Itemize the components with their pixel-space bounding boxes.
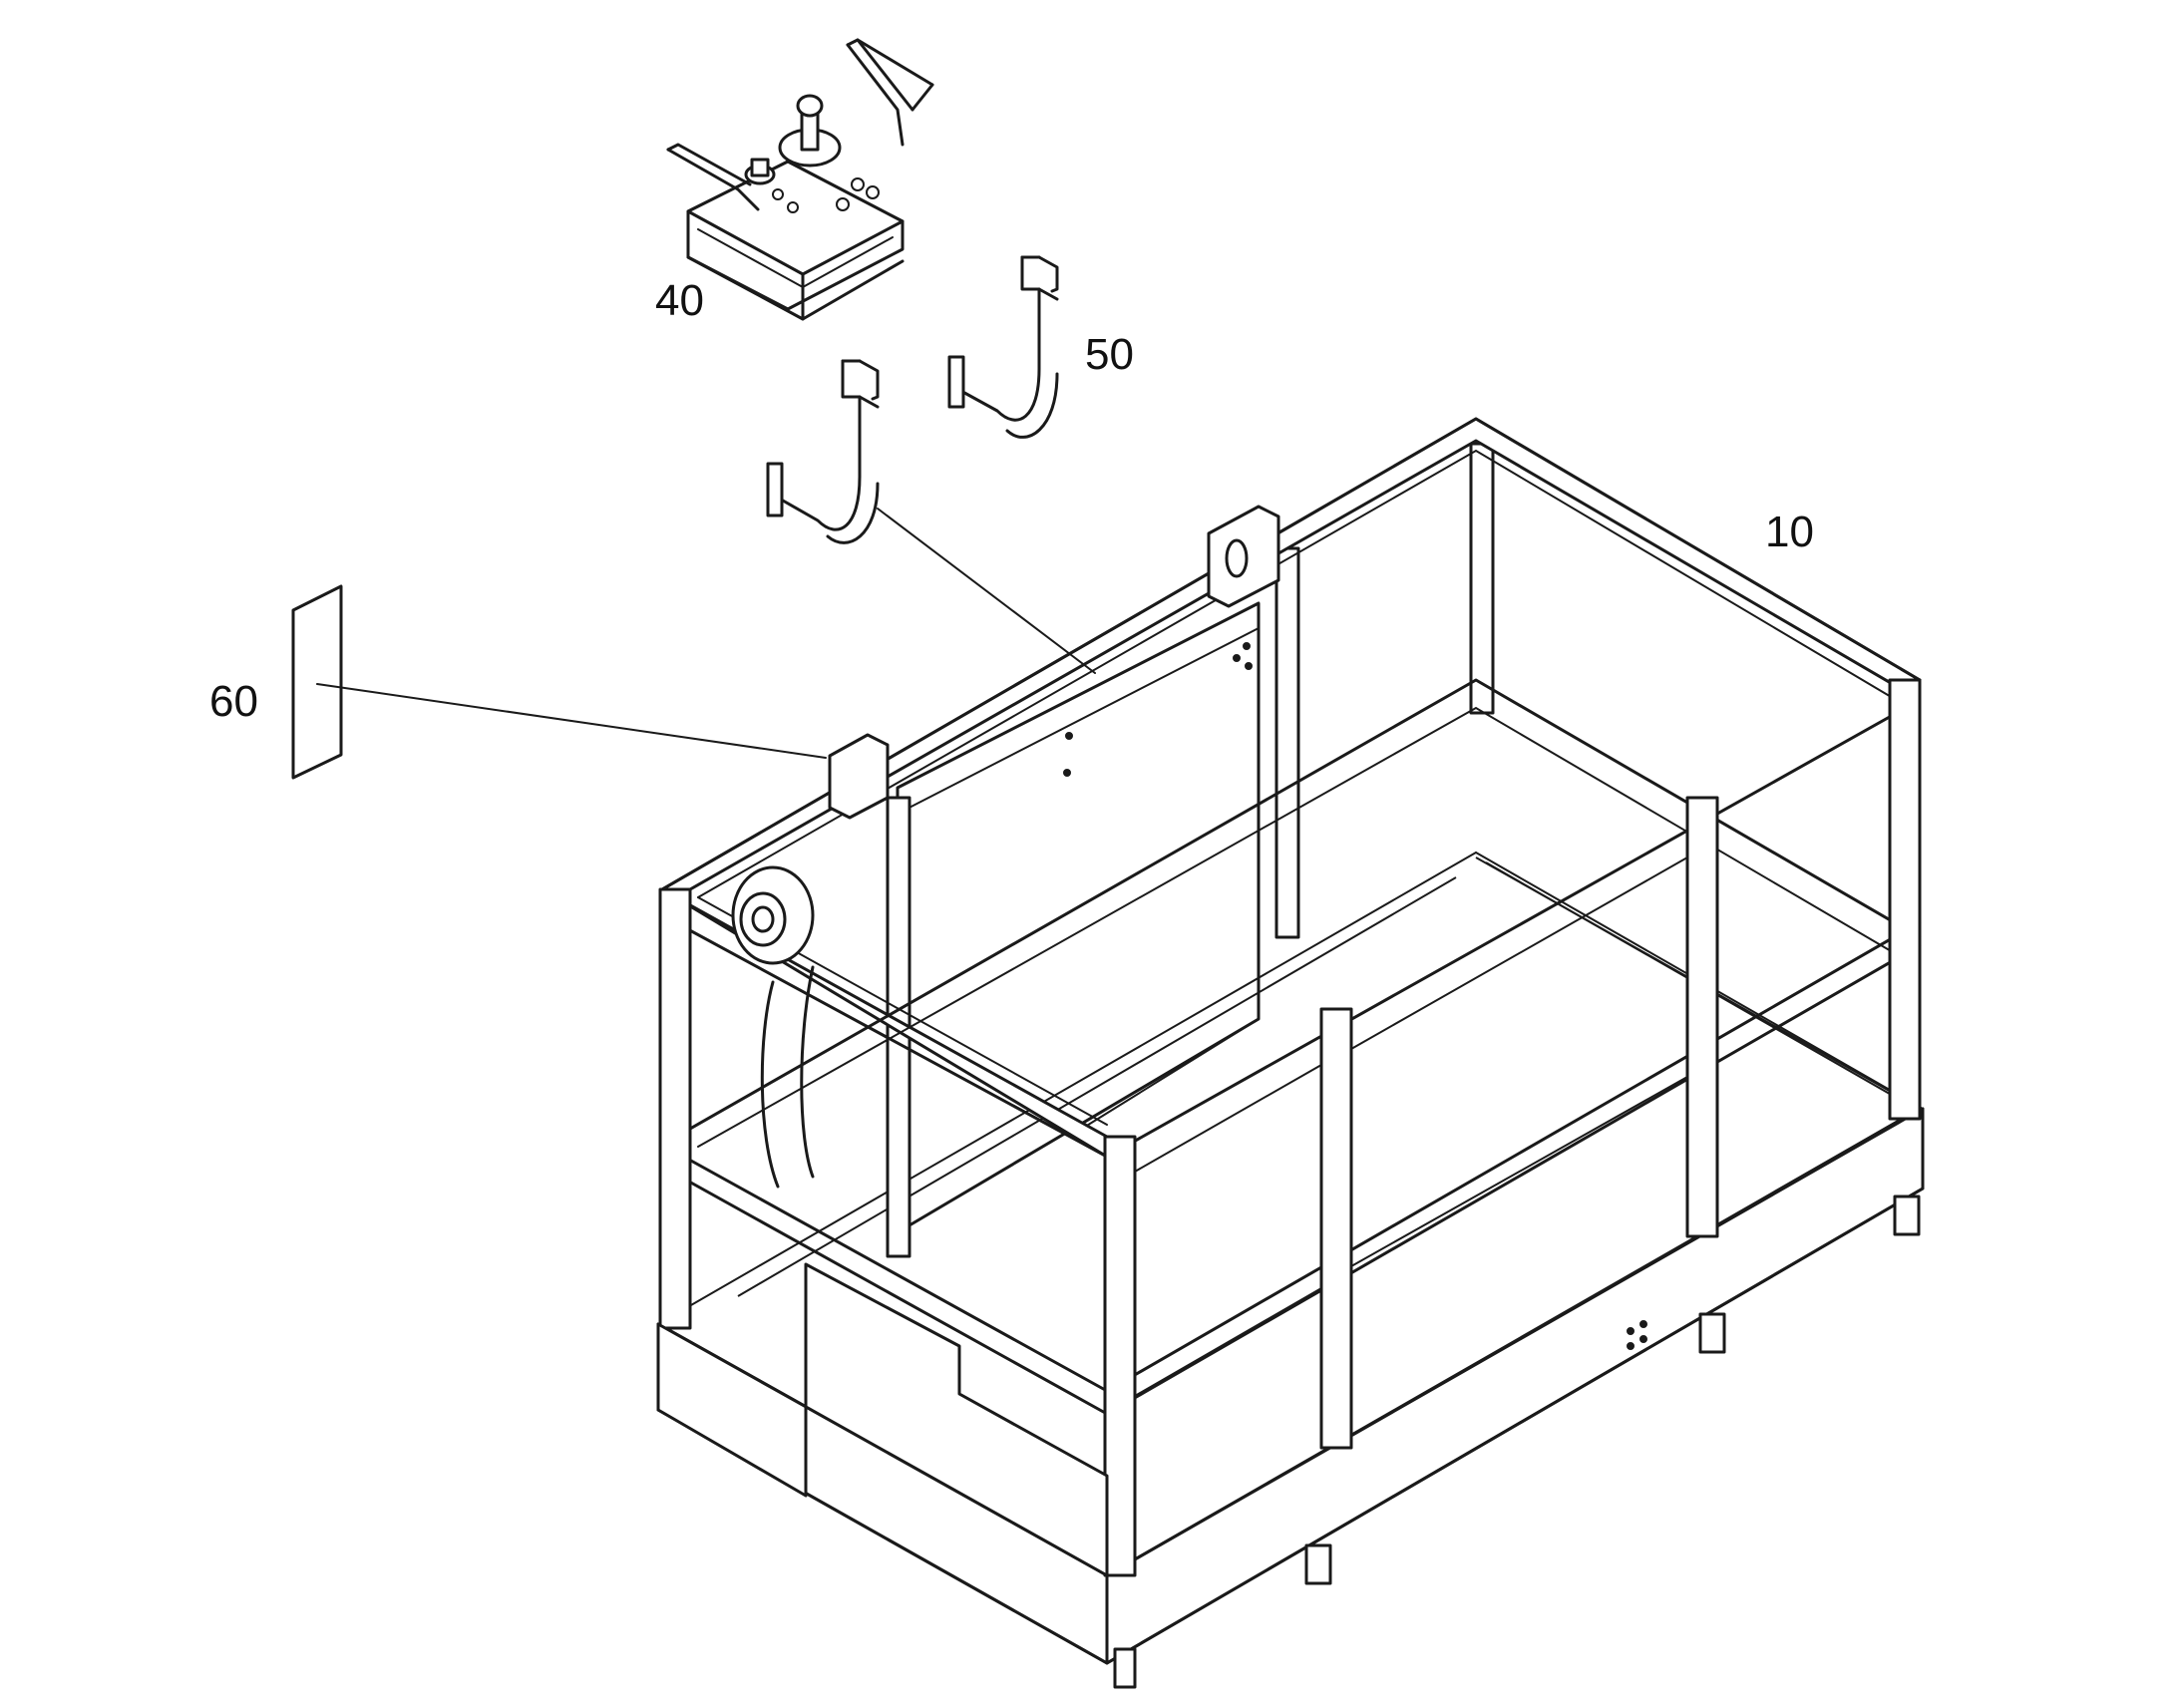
front-gate bbox=[1134, 856, 1688, 1397]
mounting-lugs bbox=[828, 505, 1280, 820]
mounting-bracket-left bbox=[766, 359, 880, 544]
front-posts bbox=[658, 678, 1922, 1577]
data-plate bbox=[291, 584, 343, 780]
kick-plate bbox=[656, 1262, 1109, 1577]
rotator-hub bbox=[731, 865, 815, 1189]
control-box bbox=[666, 38, 934, 321]
mounting-bracket-right bbox=[947, 255, 1059, 439]
work-basket bbox=[656, 417, 1925, 1689]
callout-50: 50 bbox=[1085, 330, 1134, 379]
callout-40: 40 bbox=[655, 276, 704, 325]
basket-floor bbox=[657, 852, 1924, 1325]
callout-60: 60 bbox=[209, 677, 258, 726]
base-bolts bbox=[1627, 1320, 1647, 1350]
leader-lines bbox=[316, 508, 1096, 759]
callout-10: 10 bbox=[1765, 508, 1814, 556]
rear-panel-bolts bbox=[1063, 642, 1253, 777]
